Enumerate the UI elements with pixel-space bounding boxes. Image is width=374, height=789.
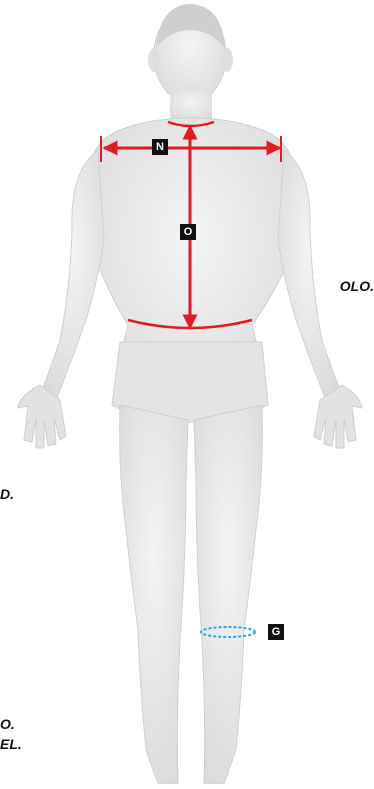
right-arm <box>278 150 342 400</box>
right-ear <box>221 48 233 72</box>
right-hand <box>314 385 362 448</box>
cropped-text-1: OLO. <box>340 278 374 294</box>
left-leg <box>120 405 188 784</box>
neck <box>170 90 212 120</box>
label-o: O <box>180 224 196 240</box>
right-leg <box>194 405 262 784</box>
cropped-text-3: O. <box>0 716 15 732</box>
label-n: N <box>152 139 168 155</box>
left-hand <box>18 385 66 448</box>
cropped-text-4: EL. <box>0 736 22 752</box>
left-arm <box>40 150 104 400</box>
left-ear <box>148 48 160 72</box>
cropped-text-2: D. <box>0 486 14 502</box>
label-g: G <box>268 624 284 640</box>
